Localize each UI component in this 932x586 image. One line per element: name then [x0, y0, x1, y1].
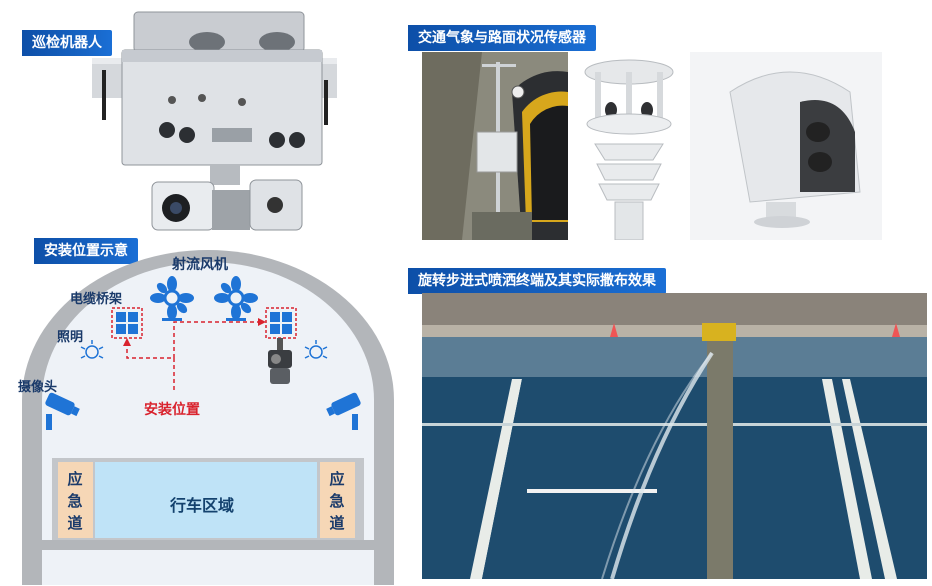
tunnel-sensor-photo	[422, 52, 568, 240]
lane-label: 行车区域	[170, 496, 235, 515]
camera-icon	[326, 392, 361, 417]
fan-icon	[214, 276, 258, 321]
install-label: 安装位置示意	[34, 238, 138, 264]
spray-label: 旋转步进式喷洒终端及其实际撒布效果	[408, 268, 666, 294]
install-position-arrows	[126, 321, 262, 392]
emergency-right-text: 应 急 道	[329, 470, 345, 532]
mini-robot-icon	[268, 338, 292, 384]
light-icon	[80, 340, 104, 359]
fan-icon	[150, 276, 194, 321]
weather-sensor-photo	[573, 52, 685, 240]
light-label: 照明	[57, 330, 84, 345]
install-position-label: 安装位置	[144, 402, 200, 418]
emergency-lane-left	[58, 462, 93, 538]
driving-lane	[95, 462, 317, 538]
light-icon	[304, 340, 328, 359]
spray-photo	[422, 293, 927, 579]
emergency-lane-right	[320, 462, 355, 538]
fan-label: 射流风机	[172, 257, 228, 273]
sensor-label: 交通气象与路面状况传感器	[408, 25, 596, 51]
road-sensor-photo	[690, 52, 882, 240]
robot-label: 巡检机器人	[22, 30, 112, 56]
robot-illustration	[92, 11, 337, 231]
robot-photo	[92, 10, 337, 240]
cable-label: 电缆桥架	[70, 292, 123, 307]
camera-label: 摄像头	[18, 380, 58, 395]
emergency-left-text: 应 急 道	[67, 470, 83, 532]
camera-icon	[45, 392, 80, 417]
